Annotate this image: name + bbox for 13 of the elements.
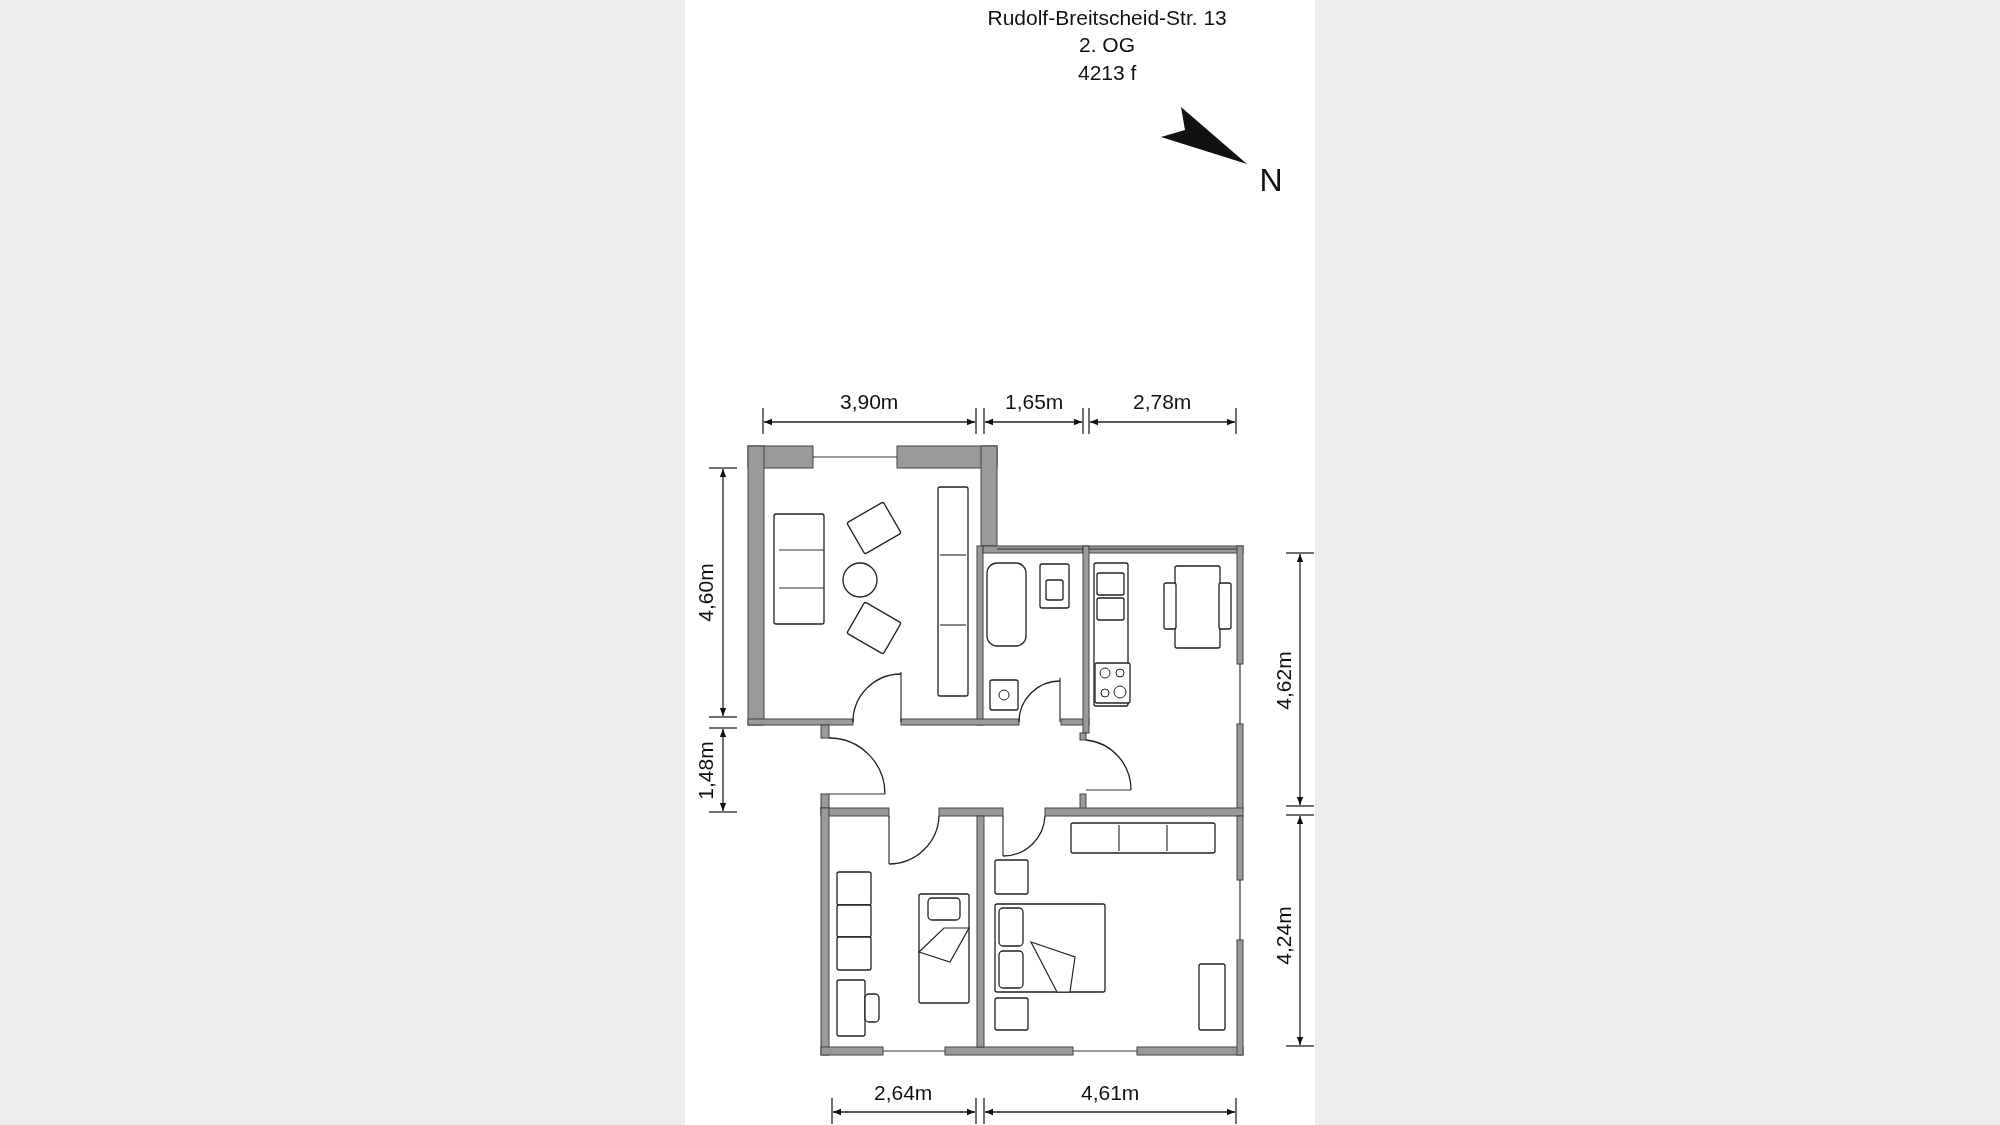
north-label: N: [1259, 164, 1283, 196]
dimension-label: 4,61m: [1081, 1081, 1140, 1103]
dimension-label: 2,78m: [1133, 390, 1192, 412]
dimension-label: 1,65m: [1005, 390, 1064, 412]
dimension-label: 2,64m: [874, 1081, 933, 1103]
floor-text: 2. OG: [1079, 33, 1136, 55]
unit-number: 4213 f: [1078, 61, 1137, 83]
dimension-label: 1,48m: [694, 740, 716, 800]
dimension-label: 4,62m: [1272, 650, 1294, 710]
dimension-label: 4,24m: [1272, 905, 1294, 965]
address-text: Rudolf-Breitscheid-Str. 13: [987, 6, 1227, 28]
dimension-label: 4,60m: [694, 562, 716, 622]
dimension-label: 3,90m: [840, 390, 899, 412]
